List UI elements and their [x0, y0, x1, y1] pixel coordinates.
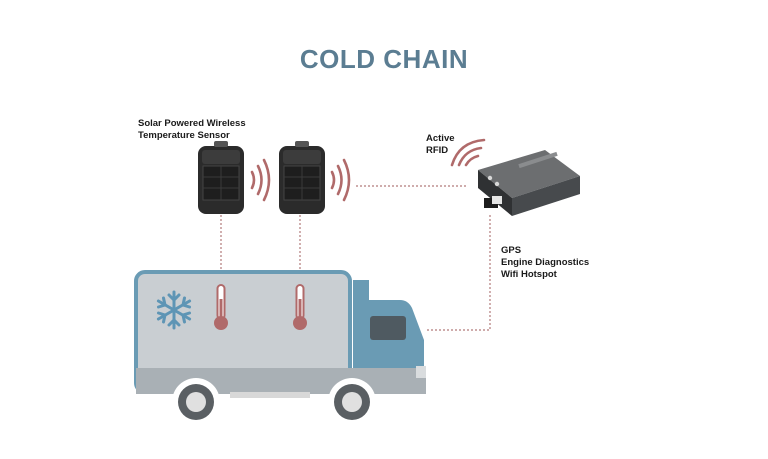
wireless-signal-icon — [330, 158, 351, 202]
diagram-title: COLD CHAIN — [299, 44, 469, 74]
temperature-sensor-1 — [198, 141, 244, 214]
thermometer-icon — [214, 284, 228, 330]
front-wheel — [328, 378, 376, 426]
gateway-label: GPS Engine Diagnostics Wifi Hotspot — [501, 245, 589, 281]
rear-wheel — [172, 378, 220, 426]
thermometer-icon — [293, 284, 307, 330]
gateway-label-line1: GPS — [501, 245, 522, 256]
truck-cab-top — [353, 280, 369, 300]
snowflake-icon — [156, 290, 192, 330]
truck-bumper — [416, 366, 426, 378]
truck-step — [230, 392, 310, 398]
gateway-connector — [484, 198, 498, 208]
truck-window — [370, 316, 406, 340]
rfid-signal-icon — [450, 138, 486, 167]
sensor-label-line2: Temperature Sensor — [138, 130, 230, 141]
dotted-links — [220, 185, 491, 331]
rfid-label: Active RFID — [426, 133, 455, 157]
sensor-label-line1: Solar Powered Wireless — [138, 118, 246, 129]
rfid-gateway-device — [478, 150, 580, 216]
rfid-label-line1: Active — [426, 133, 455, 144]
wireless-signal-icon — [250, 158, 271, 202]
gateway-label-line3: Wifi Hotspot — [501, 269, 557, 280]
gateway-to-truck-link — [425, 215, 491, 331]
temperature-sensor-2 — [279, 141, 325, 214]
rfid-label-line2: RFID — [426, 145, 449, 156]
sensor-label: Solar Powered Wireless Temperature Senso… — [138, 118, 246, 142]
gateway-label-line2: Engine Diagnostics — [501, 257, 590, 268]
